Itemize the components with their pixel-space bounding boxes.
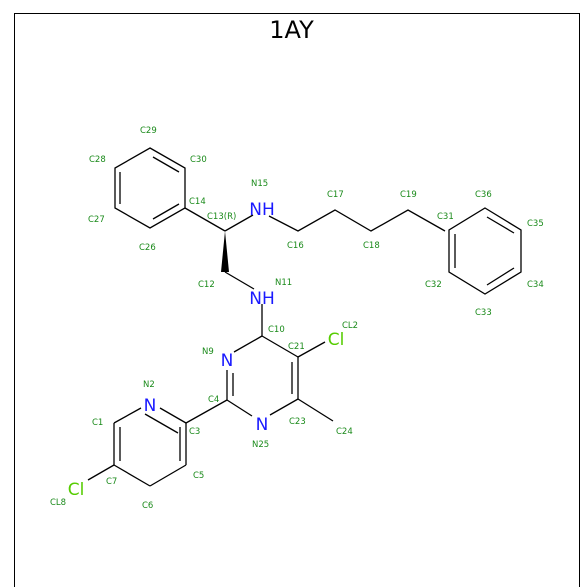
molecule-title: 1AY — [269, 16, 314, 44]
label-c35: C35 — [527, 219, 544, 229]
label-c13: C13(R) — [207, 212, 236, 222]
bond-lines — [87, 147, 522, 487]
label-c7: C7 — [106, 477, 117, 487]
label-c28: C28 — [89, 155, 106, 165]
label-cl2: CL2 — [342, 321, 358, 331]
cl-top-symbol: Cl — [328, 330, 345, 350]
label-c17: C17 — [327, 190, 344, 200]
label-c31: C31 — [437, 212, 454, 222]
label-c36: C36 — [475, 190, 492, 200]
label-cl8: CL8 — [50, 498, 66, 508]
label-c19: C19 — [400, 190, 417, 200]
label-n2: N2 — [143, 380, 155, 390]
label-n25: N25 — [252, 440, 269, 450]
label-c24: C24 — [336, 427, 353, 437]
diagram-frame — [14, 13, 580, 587]
label-c5: C5 — [193, 471, 204, 481]
label-c12: C12 — [198, 280, 215, 290]
label-c33: C33 — [475, 308, 492, 318]
n25-symbol: N — [256, 415, 269, 435]
label-c32: C32 — [425, 280, 442, 290]
label-c4: C4 — [208, 395, 219, 405]
cl-bottom-symbol: Cl — [68, 480, 85, 500]
label-n15: N15 — [251, 179, 268, 189]
label-c21: C21 — [288, 342, 305, 352]
label-c10: C10 — [268, 325, 285, 335]
label-c1: C1 — [92, 418, 103, 428]
n9-symbol: N — [221, 351, 234, 371]
stereo-wedge — [221, 231, 229, 272]
n2-symbol: N — [144, 396, 157, 416]
label-c16: C16 — [287, 241, 304, 251]
label-c23: C23 — [289, 417, 306, 427]
label-c30: C30 — [190, 155, 207, 165]
label-c27: C27 — [88, 215, 105, 225]
label-c3: C3 — [189, 427, 200, 437]
label-c34: C34 — [527, 280, 544, 290]
label-c6: C6 — [142, 501, 153, 511]
n11-symbol: NH — [249, 289, 275, 309]
n15-symbol: NH — [249, 200, 275, 220]
phenyl-ring-right — [448, 207, 522, 295]
label-n11: N11 — [275, 278, 292, 288]
label-c26: C26 — [139, 243, 156, 253]
label-c18: C18 — [363, 241, 380, 251]
atom-labels: C1 N2 C3 C4 C5 C6 C7 CL8 N9 C10 N11 C12 … — [50, 126, 544, 511]
phenyl-ring-left — [114, 147, 186, 229]
label-c29: C29 — [140, 126, 157, 136]
label-c14: C14 — [189, 197, 206, 207]
element-symbols: NH NH N N N Cl Cl — [68, 200, 345, 500]
label-n9: N9 — [202, 347, 214, 357]
